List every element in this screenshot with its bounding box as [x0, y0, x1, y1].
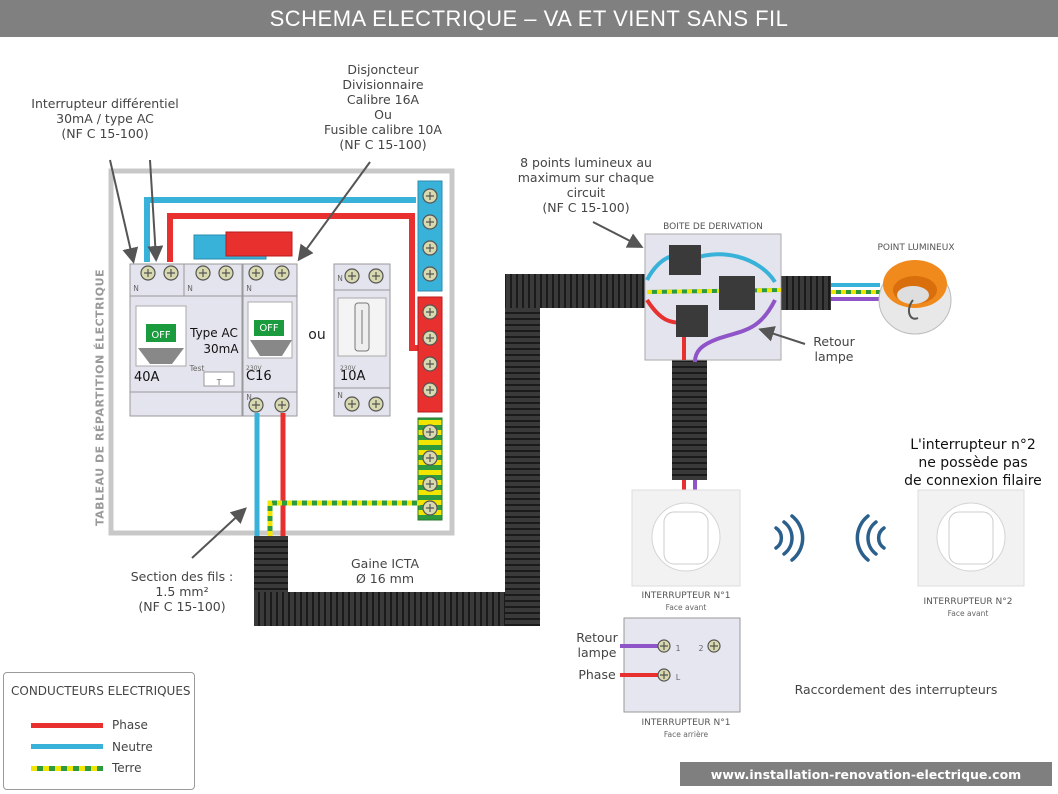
terminal-l-label: L: [675, 673, 681, 682]
fuse-rating: 10A: [340, 369, 366, 384]
breaker-n-top: N: [246, 284, 252, 293]
back-phase: Phase: [578, 667, 616, 682]
breaker-rating: C16: [246, 369, 272, 384]
switch-1-back: [623, 617, 741, 713]
legend-earth-swatch: [31, 766, 103, 771]
rcd-n-left: N: [133, 284, 139, 293]
rcd-off-label: OFF: [151, 330, 171, 341]
switch-1-front-face: Face avant: [665, 603, 707, 612]
fuse-n-bottom: N: [337, 391, 343, 400]
rcd-t-label: T: [216, 378, 222, 387]
fuse-n-top: N: [337, 274, 343, 283]
conduit-to-switch: [672, 360, 707, 480]
legend-neutral-swatch: [31, 744, 103, 749]
legend-title: CONDUCTEURS ELECTRIQUES: [11, 684, 191, 698]
lamp-label: POINT LUMINEUX: [877, 243, 955, 253]
breaker-off-label: OFF: [259, 323, 279, 334]
footer-website[interactable]: www.installation-renovation-electrique.c…: [680, 762, 1052, 786]
terminal-1-label: 1: [675, 644, 681, 653]
conduit-to-box: [505, 274, 647, 308]
switch-1-front-name: INTERRUPTEUR N°1: [641, 591, 731, 601]
junction-box-label: BOITE DE DERIVATION: [663, 222, 763, 232]
switch-1-back-name: INTERRUPTEUR N°1: [641, 718, 731, 728]
switch-2-front-face: Face avant: [947, 609, 989, 618]
legend-neutral-label: Neutre: [112, 740, 153, 754]
legend-phase-label: Phase: [112, 718, 148, 732]
conduit-to-lamp: [779, 276, 831, 310]
fuse-volt: 230V: [340, 365, 356, 372]
breaker-n-bottom: N: [246, 393, 252, 402]
conduit-riser: [505, 274, 540, 626]
raccordement-label: Raccordement des interrupteurs: [794, 682, 998, 697]
ou-label: ou: [308, 327, 326, 343]
switch-1-back-face: Face arrière: [663, 730, 709, 739]
legend-phase-swatch: [31, 723, 103, 728]
section-annotation: Section des fils :1.5 mm²(NF C 15-100): [130, 569, 234, 614]
page-title: SCHEMA ELECTRIQUE – VA ET VIENT SANS FIL: [0, 0, 1058, 37]
wireless-signal-icon: [774, 514, 886, 562]
rcd-test-label: Test: [189, 364, 205, 373]
rcd-n-mid: N: [187, 284, 193, 293]
terminal-2-label: 2: [698, 644, 704, 653]
rcd-type-label: Type AC: [190, 326, 238, 340]
legend-earth-label: Terre: [112, 761, 142, 775]
rcd-sensitivity-label: 30mA: [203, 342, 239, 356]
conductor-legend: CONDUCTEURS ELECTRIQUES Phase Neutre Ter…: [3, 672, 195, 790]
phase-bus-wire: [167, 213, 420, 351]
switch-2-front-name: INTERRUPTEUR N°2: [923, 597, 1013, 607]
rcd-rating: 40A: [134, 370, 160, 385]
lamp-socket: [878, 260, 952, 335]
conduit-horizontal: [254, 592, 540, 626]
panel-vertical-label: TABLEAU DE RÉPARTITION ÉLECTRIQUE: [93, 268, 107, 527]
neutral-bus-wire: [144, 197, 416, 262]
breaker-volt: 230V: [246, 365, 262, 372]
